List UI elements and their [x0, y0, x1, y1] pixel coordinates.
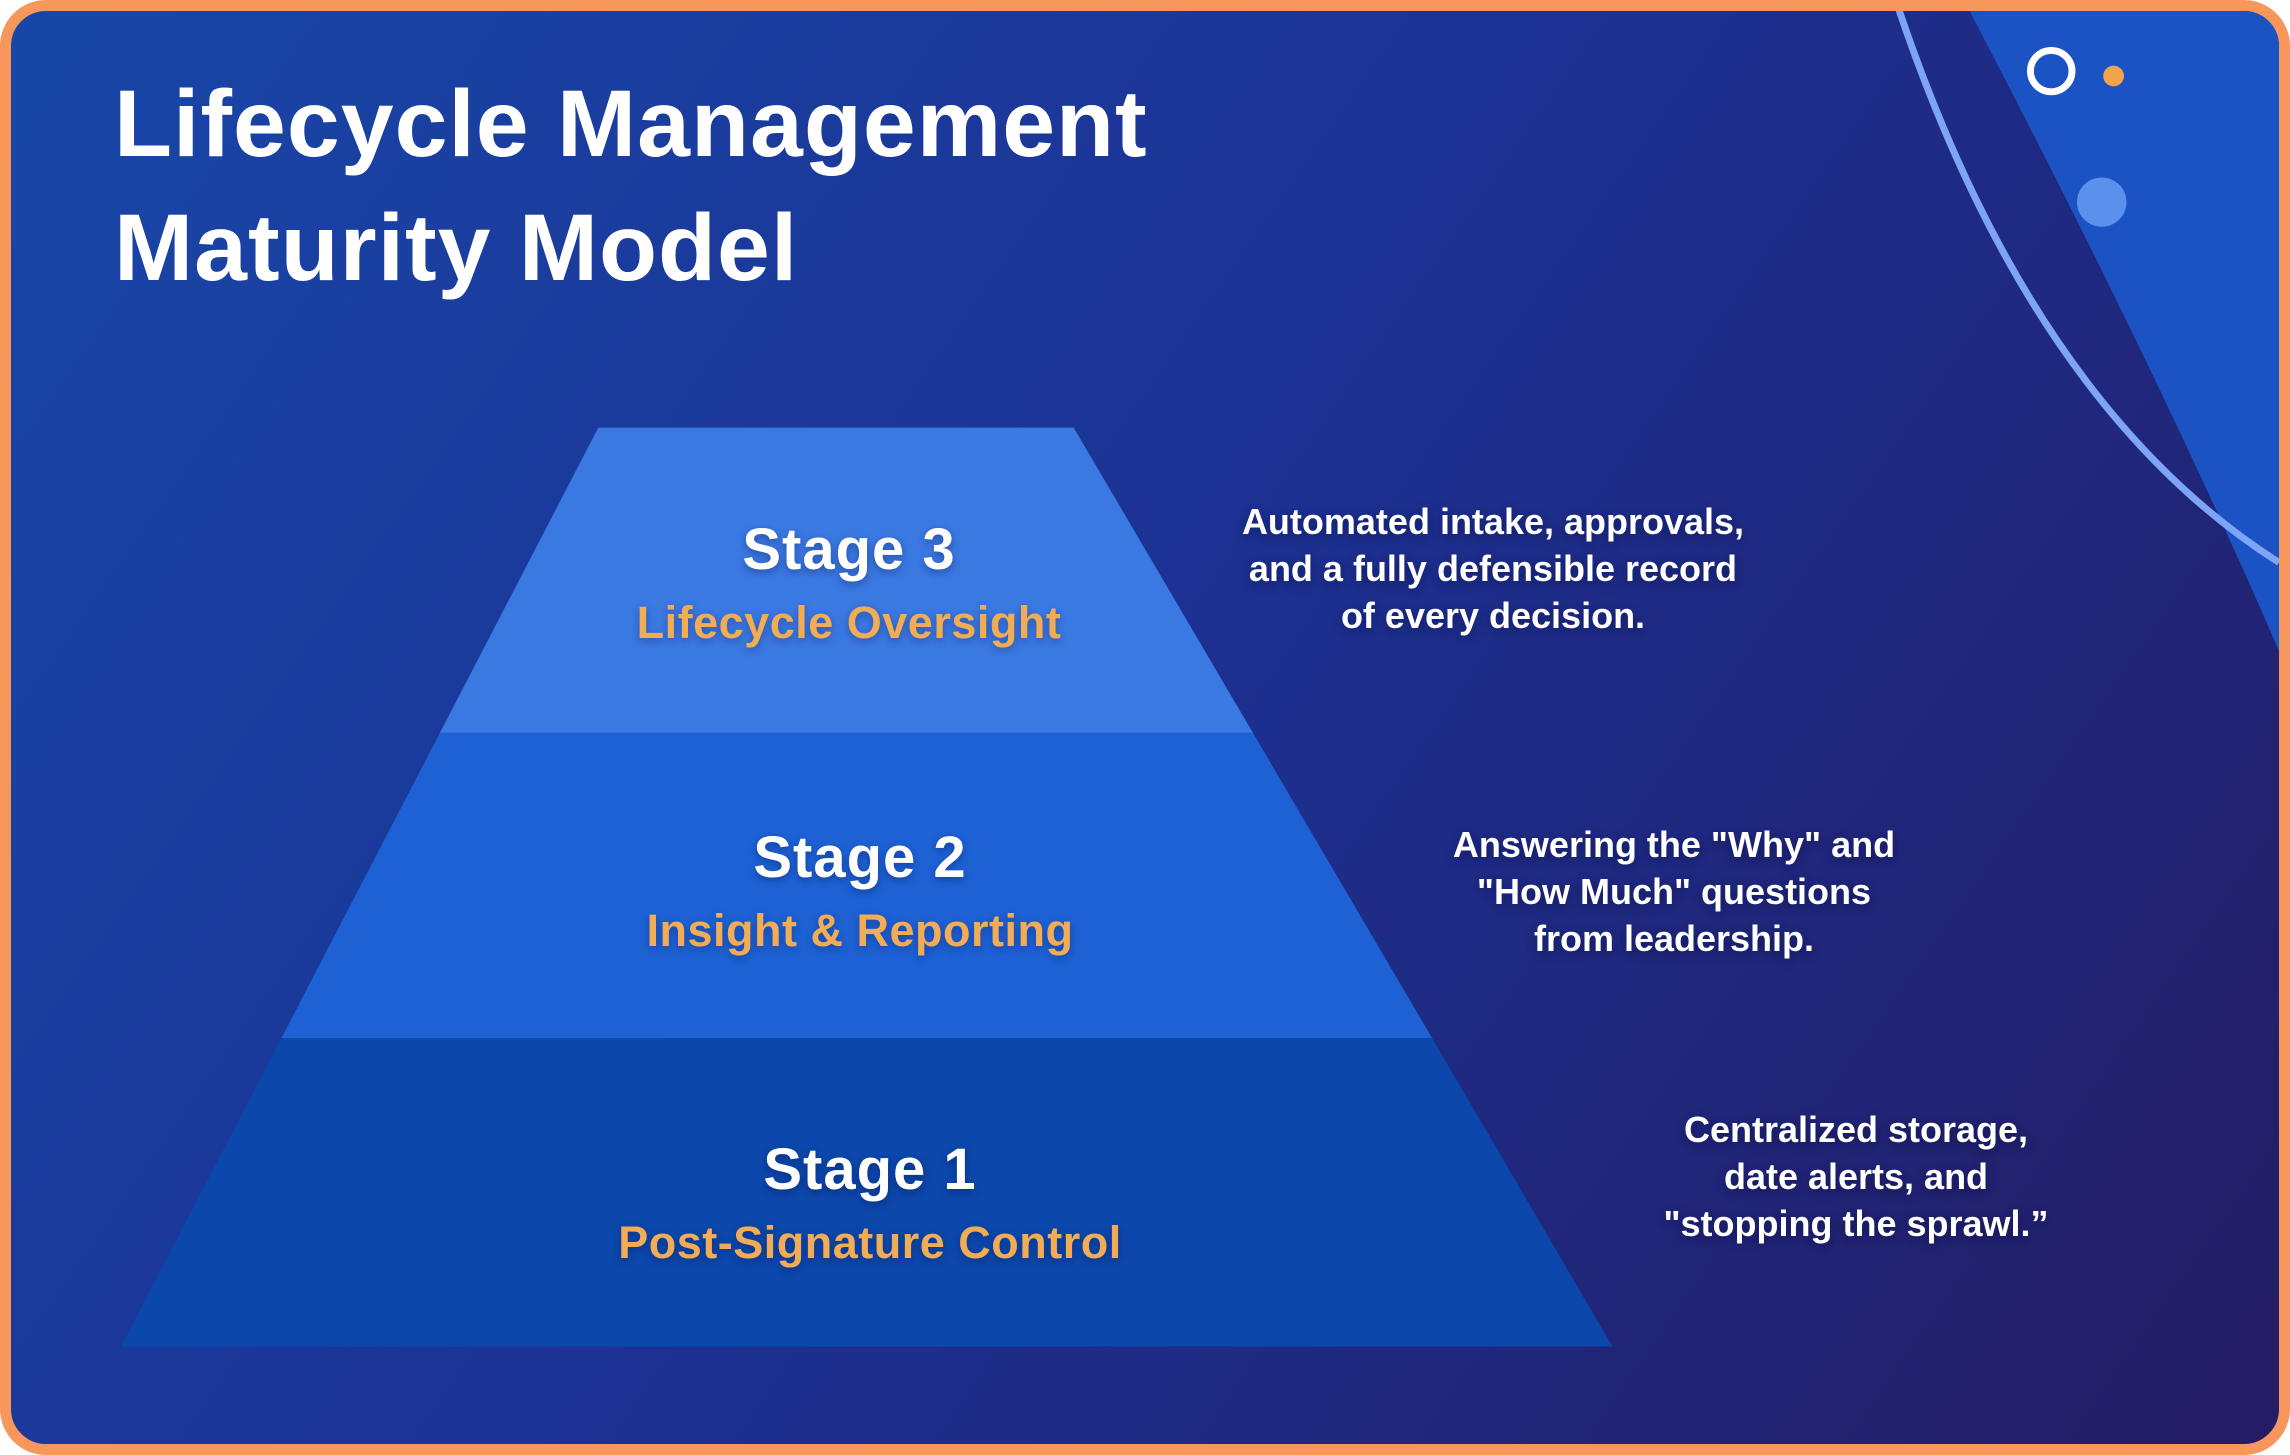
page-title: Lifecycle Management Maturity Model — [114, 63, 1148, 310]
stage-3-annotation-line-3: of every decision. — [1340, 595, 1646, 636]
pyramid-stage-3-band — [439, 427, 1253, 733]
stage-2-annotation-line-2: "How Much" questions — [1476, 871, 1872, 912]
pyramid-stage-2-band — [281, 732, 1433, 1039]
stage-1-annotation-line-1: Centralized storage, — [1683, 1109, 2029, 1150]
blue-dot-icon — [2076, 177, 2127, 227]
stage-2-name: Stage 2 — [753, 825, 967, 890]
stage-3-annotation-line-2: and a fully defensible record — [1248, 548, 1738, 589]
stage-1-subtitle: Post-Signature Control — [618, 1217, 1122, 1268]
stage-1-name: Stage 1 — [763, 1137, 977, 1202]
stage-2-annotation: Answering the "Why" and "How Much" quest… — [1314, 821, 2034, 962]
stage-3-name: Stage 3 — [742, 517, 956, 582]
stage-2-annotation-line-3: from leadership. — [1533, 918, 1815, 959]
orange-dot-icon — [2103, 65, 2125, 87]
stage-2-annotation-line-1: Answering the "Why" and — [1452, 824, 1896, 865]
pyramid-stage-1-band — [120, 1038, 1613, 1347]
title-line-2: Maturity Model — [114, 194, 799, 301]
stage-1-annotation: Centralized storage, date alerts, and "s… — [1496, 1106, 2216, 1247]
stage-3-annotation-line-1: Automated intake, approvals, — [1241, 501, 1745, 542]
stage-3-subtitle: Lifecycle Oversight — [636, 597, 1062, 648]
ring-icon — [2026, 46, 2076, 96]
arc-line-decoration — [1895, 11, 2279, 566]
stage-1-annotation-line-2: date alerts, and — [1723, 1156, 1989, 1197]
stage-2-subtitle: Insight & Reporting — [646, 905, 1074, 956]
stage-3-label-block: Stage 3 Lifecycle Oversight — [439, 516, 1259, 649]
stage-2-label-block: Stage 2 Insight & Reporting — [450, 824, 1270, 957]
decoration-and-pyramid-graphics — [120, 11, 2279, 1347]
stage-1-label-block: Stage 1 Post-Signature Control — [460, 1136, 1280, 1269]
title-line-1: Lifecycle Management — [114, 71, 1148, 177]
stage-3-annotation: Automated intake, approvals, and a fully… — [1133, 498, 1853, 639]
corner-wedge-shape — [1969, 11, 2279, 652]
stage-1-annotation-line-3: "stopping the sprawl.” — [1663, 1203, 2049, 1244]
